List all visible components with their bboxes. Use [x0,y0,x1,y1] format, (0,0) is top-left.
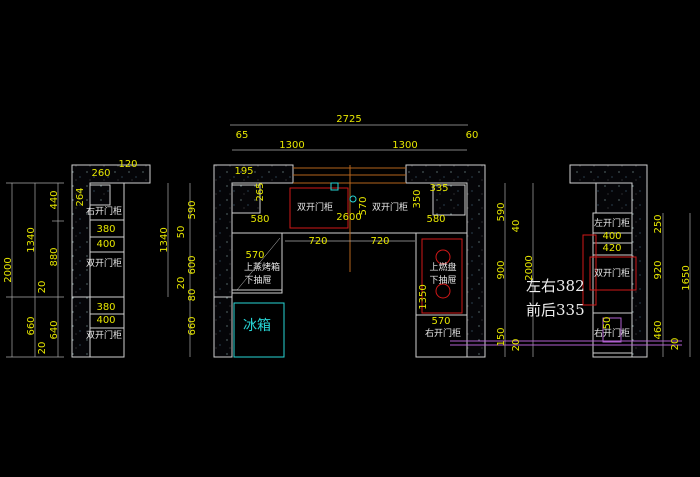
dim-265: 265 [255,182,266,202]
fridge-label: 冰箱 [243,318,271,334]
cabinet-label: 双开门柜 [593,269,631,279]
dim-20: 20 [37,341,48,355]
dim-580: 580 [426,214,446,225]
faucet-icon [330,182,339,191]
drawer-label: 下抽屉 [244,276,272,286]
dim-570: 570 [245,250,265,261]
dim-1300: 1300 [279,140,305,151]
dim-150: 150 [496,327,507,347]
dim-660: 660 [187,316,198,336]
dim-60: 60 [465,130,479,141]
note-left-right: 左右382 [526,277,585,295]
drain-icon [349,195,357,203]
dim-2000: 2000 [524,255,535,281]
dim-2725: 2725 [336,114,362,125]
dim-900: 900 [496,260,507,280]
oven-label: 上蒸烤箱 [243,263,281,273]
dim-570: 570 [431,316,451,327]
stove-label: 上燃盘 [429,263,457,273]
dim-260: 260 [91,168,111,179]
right-elevation-outline [569,164,648,358]
drawer-label: 下抽屉 [429,276,457,286]
sink-outline [289,187,349,229]
left-dimension-lines [6,182,64,358]
dim-590: 590 [496,202,507,222]
dim-1340: 1340 [26,227,37,253]
dim-590: 590 [187,200,198,220]
note-front-back: 前后335 [526,301,585,319]
right-dimension-lines [504,183,691,357]
pipe-lines [450,340,682,346]
dim-1650: 1650 [681,265,692,291]
dim-920: 920 [653,260,664,280]
cabinet-label: 右开门柜 [593,329,631,339]
dim-40: 40 [511,219,522,233]
dim-380: 380 [96,224,116,235]
dim-880: 880 [49,247,60,267]
dim-20: 20 [37,280,48,294]
dim-660: 660 [26,316,37,336]
dim-1300: 1300 [392,140,418,151]
dim-50: 50 [176,225,187,239]
cabinet-label: 右开门柜 [424,329,462,339]
dim-720: 720 [370,236,390,247]
dim-600: 600 [187,255,198,275]
dim-380: 380 [96,302,116,313]
dim-2600: 2600 [336,212,362,223]
dim-50: 50 [602,316,613,330]
dim-264: 264 [75,187,86,207]
burner-icon [435,283,451,299]
dim-80: 80 [187,288,198,302]
dim-195: 195 [234,166,254,177]
dim-20: 20 [511,338,522,352]
dim-1350: 1350 [418,284,429,310]
dim-335: 335 [429,183,449,194]
dim-400: 400 [96,239,116,250]
dim-120: 120 [118,159,138,170]
cabinet-label: 双开门柜 [85,331,123,341]
dim-20: 20 [670,337,681,351]
burner-icon [435,249,451,265]
cabinet-label: 左开门柜 [593,219,631,229]
dim-400: 400 [96,315,116,326]
fridge-outline [233,302,285,358]
cabinet-label: 双开门柜 [85,259,123,269]
dim-65: 65 [235,130,249,141]
dim-720: 720 [308,236,328,247]
dim-2000: 2000 [3,257,14,283]
dim-580: 580 [250,214,270,225]
dim-420: 420 [602,243,622,254]
left-elevation-outline [71,164,151,358]
dim-400: 400 [602,231,622,242]
beam-lines [293,165,406,272]
dim-350: 350 [412,189,423,209]
dim-440: 440 [49,190,60,210]
cabinet-label: 右开门柜 [85,207,123,217]
dim-460: 460 [653,320,664,340]
dim-20: 20 [176,276,187,290]
dim-1340: 1340 [159,227,170,253]
stove-outline [421,238,463,314]
dim-640: 640 [49,320,60,340]
sink-cabinet-label: 双开门柜 [296,203,334,213]
cabinet-label: 双开门柜 [371,203,409,213]
plan-dimension-lines [167,124,468,357]
dim-570: 570 [358,196,369,216]
dim-250: 250 [653,214,664,234]
